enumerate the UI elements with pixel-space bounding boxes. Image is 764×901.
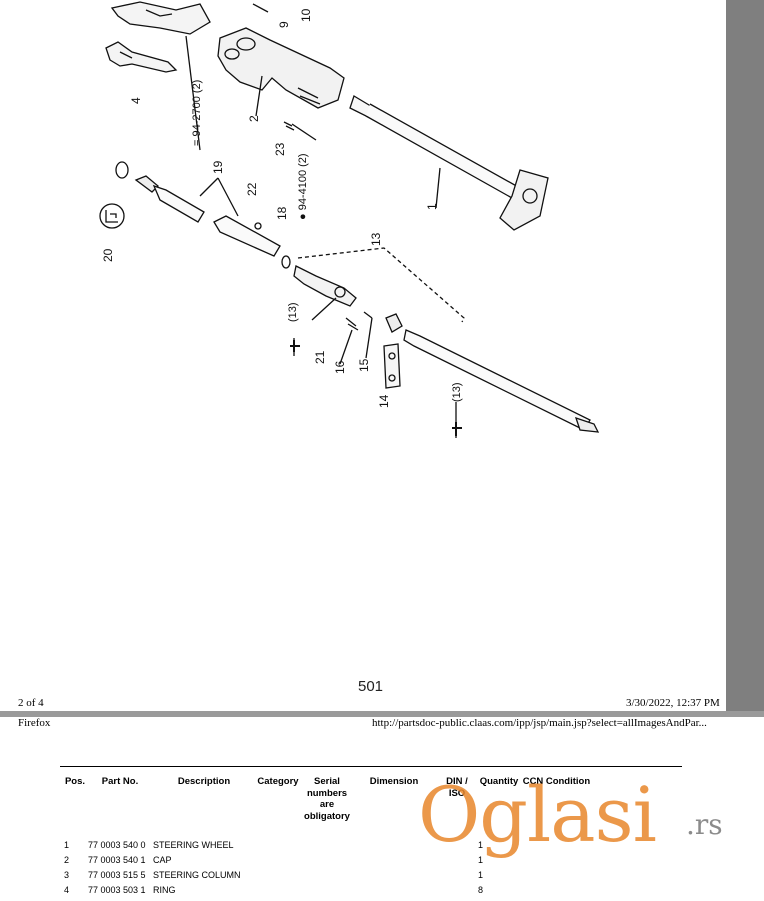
page-separator [0, 711, 764, 717]
callout-22: 22 [245, 182, 259, 196]
row-pos: 1 [64, 840, 70, 850]
watermark-logo: Oglasi .rs [418, 770, 738, 865]
row-pos: 4 [64, 885, 70, 895]
ref-13-a: (13) [287, 302, 299, 322]
callout-20: 20 [101, 248, 115, 262]
callout-21: 21 [313, 350, 327, 364]
col-header-din-iso: DIN / ISO [440, 776, 474, 799]
print-footer-datetime: 3/30/2022, 12:37 PM [626, 697, 720, 709]
row-quantity: 1 [478, 870, 484, 880]
watermark-suffix: .rs [686, 808, 723, 841]
col-header-ccn: CCN [522, 776, 544, 787]
callout-23: 23 [273, 142, 287, 156]
col-header-pos: Pos. [64, 776, 86, 787]
col-header-din-line1: DIN / [446, 776, 468, 787]
page-number: 501 [358, 678, 384, 695]
col-header-serial: Serial numbers are obligatory [298, 776, 356, 822]
callout-13: 13 [369, 232, 383, 246]
col-header-serial-line1: Serial [314, 776, 340, 787]
callout-14: 14 [377, 394, 391, 408]
callout-19: 19 [211, 160, 225, 174]
callout-2: 2 [247, 115, 261, 122]
row-pos: 3 [64, 870, 70, 880]
col-header-din-line2: ISO [448, 787, 466, 799]
callout-16: 16 [333, 360, 347, 374]
col-header-dimension: Dimension [369, 776, 419, 787]
row-part-no: 77 0003 540 1 [88, 855, 146, 865]
ref-13-b: (13) [451, 382, 463, 402]
row-part-no: 77 0003 515 5 [88, 870, 146, 880]
ref-94-4100: ● 94-4100 (2) [297, 153, 309, 220]
callout-9: 9 [277, 21, 291, 28]
diagram-page: 9 10 4 2 = 94-2700 (2) 23 ● 94-4100 (2) … [18, 0, 726, 711]
col-header-serial-line3: are [319, 799, 335, 810]
col-header-condition: Condition [545, 776, 591, 787]
col-header-serial-line2: numbers [306, 787, 348, 799]
watermark-brand: Oglasi [418, 770, 657, 859]
row-description: RING [153, 885, 176, 895]
callout-4: 4 [129, 97, 143, 104]
col-header-serial-line4: obligatory [304, 810, 350, 822]
row-part-no: 77 0003 540 0 [88, 840, 146, 850]
row-description: STEERING COLUMN [153, 870, 241, 880]
callout-18: 18 [275, 206, 289, 220]
print-header-url: http://partsdoc-public.claas.com/ipp/jsp… [372, 717, 707, 729]
col-header-description: Description [177, 776, 231, 787]
callout-15: 15 [357, 358, 371, 372]
callout-1: 1 [425, 203, 439, 210]
row-part-no: 77 0003 503 1 [88, 885, 146, 895]
col-header-category: Category [257, 776, 299, 787]
row-quantity: 1 [478, 840, 484, 850]
col-header-quantity: Quantity [479, 776, 519, 787]
table-top-rule [60, 766, 682, 767]
col-header-part-no: Part No. [101, 776, 139, 787]
left-margin [0, 0, 18, 711]
parts-diagram: 9 10 4 2 = 94-2700 (2) 23 ● 94-4100 (2) … [99, 1, 600, 438]
print-footer-page-count: 2 of 4 [18, 697, 44, 709]
row-pos: 2 [64, 855, 70, 865]
row-description: STEERING WHEEL [153, 840, 234, 850]
row-quantity: 8 [478, 885, 484, 895]
callout-10: 10 [299, 8, 313, 22]
row-quantity: 1 [478, 855, 484, 865]
viewer-gutter [726, 0, 764, 711]
row-description: CAP [153, 855, 172, 865]
ref-94-2700: = 94-2700 (2) [191, 80, 203, 146]
print-header-browser: Firefox [18, 717, 51, 729]
